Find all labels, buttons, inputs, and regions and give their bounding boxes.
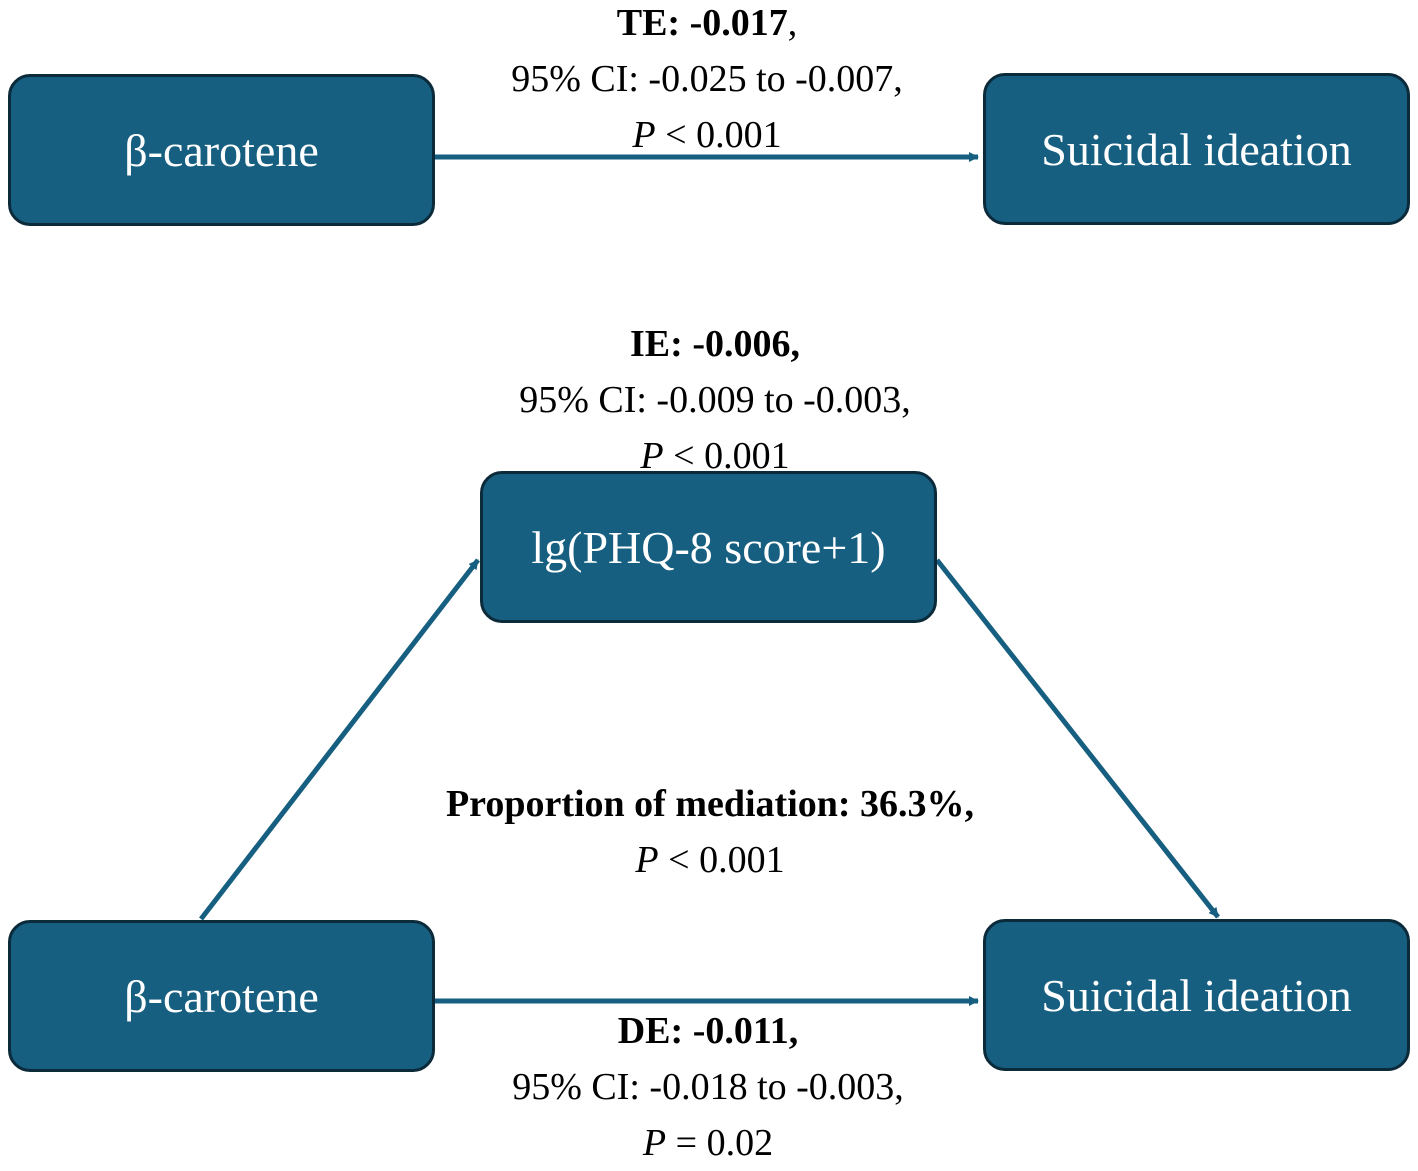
de-p-symbol: P: [642, 1122, 667, 1164]
b-path-arrow: [935, 558, 1220, 919]
te-key: TE:: [616, 2, 681, 44]
ie-p-symbol: P: [640, 435, 664, 477]
te-ci: 95% CI: -0.025 to -0.007,: [511, 58, 903, 100]
de-p-value: = 0.02: [666, 1122, 774, 1164]
outcome-label-top: Suicidal ideation: [1041, 123, 1352, 175]
te-p-symbol: P: [632, 114, 656, 156]
a-path-arrow: [199, 558, 480, 921]
ie-key: IE:: [630, 323, 683, 365]
total-effect-label: TE: -0.017, 95% CI: -0.025 to -0.007, P …: [407, 0, 1007, 163]
te-sep: ,: [787, 2, 798, 44]
exposure-node-top: β-carotene: [8, 74, 435, 226]
de-ci: 95% CI: -0.018 to -0.003,: [512, 1066, 904, 1108]
exposure-node-bottom: β-carotene: [8, 920, 435, 1072]
outcome-node-bottom: Suicidal ideation: [983, 919, 1410, 1071]
ie-ci: 95% CI: -0.009 to -0.003,: [519, 379, 911, 421]
ie-p-value: < 0.001: [663, 435, 790, 477]
proportion-text: Proportion of mediation: 36.3%,: [445, 783, 975, 825]
te-value: -0.017: [689, 2, 788, 44]
prop-p-symbol: P: [635, 839, 659, 881]
exposure-label-bottom: β-carotene: [124, 970, 319, 1022]
direct-effect-label: DE: -0.011, 95% CI: -0.018 to -0.003, P …: [408, 1003, 1008, 1171]
de-key: DE:: [617, 1010, 684, 1052]
ie-value: -0.006,: [692, 323, 800, 365]
proportion-mediation-label: Proportion of mediation: 36.3%, P < 0.00…: [360, 776, 1060, 888]
outcome-node-top: Suicidal ideation: [983, 73, 1410, 225]
indirect-effect-label: IE: -0.006, 95% CI: -0.009 to -0.003, P …: [415, 316, 1015, 484]
mediator-label: lg(PHQ-8 score+1): [531, 521, 886, 573]
prop-p-value: < 0.001: [658, 839, 785, 881]
te-p-value: < 0.001: [655, 114, 782, 156]
outcome-label-bottom: Suicidal ideation: [1041, 969, 1352, 1021]
mediator-node: lg(PHQ-8 score+1): [480, 471, 937, 623]
de-value: -0.011,: [692, 1010, 799, 1052]
exposure-label-top: β-carotene: [124, 124, 319, 176]
